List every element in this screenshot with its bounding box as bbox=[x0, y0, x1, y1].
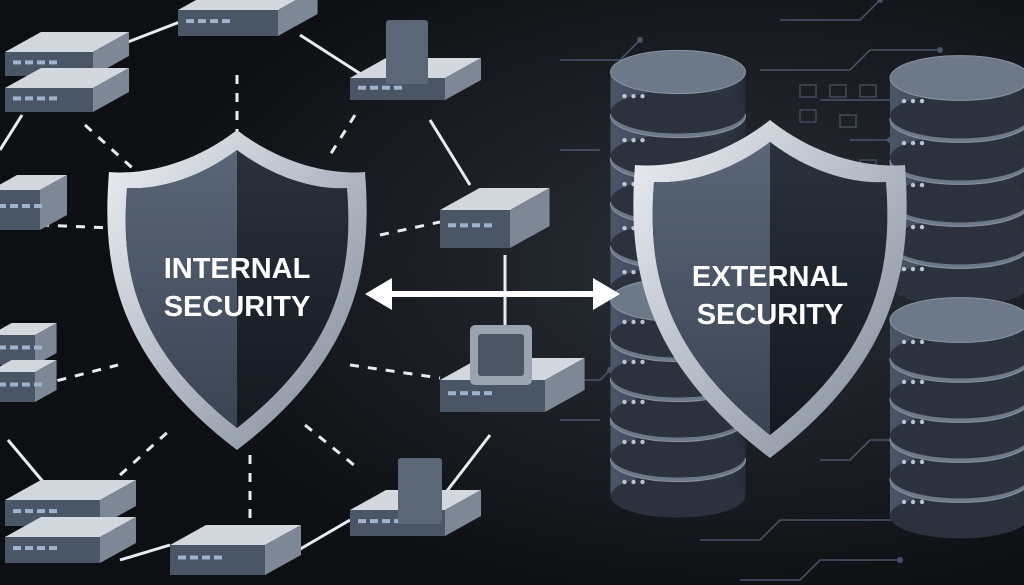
circuit-chip bbox=[859, 84, 877, 98]
router-icon bbox=[170, 525, 301, 575]
link-dashed bbox=[39, 363, 119, 387]
server-icon bbox=[0, 323, 57, 365]
link-solid bbox=[428, 119, 472, 186]
network-devices bbox=[0, 0, 585, 575]
database-icon bbox=[889, 297, 1024, 539]
circuit-trace bbox=[700, 519, 900, 541]
circuit-trace bbox=[820, 439, 900, 461]
circuit-chip bbox=[799, 109, 817, 123]
router-icon bbox=[178, 0, 318, 36]
router-icon bbox=[440, 188, 550, 248]
circuit-chip bbox=[839, 114, 857, 128]
tablet-screen bbox=[386, 20, 428, 84]
internal-label-line1: INTERNAL bbox=[164, 253, 311, 285]
database-icon bbox=[889, 55, 1024, 307]
circuit-node bbox=[897, 557, 903, 563]
circuit-trace bbox=[560, 39, 641, 61]
link-solid bbox=[299, 33, 371, 82]
circuit-node bbox=[937, 47, 943, 53]
link-dashed bbox=[328, 114, 357, 156]
link-dashed bbox=[39, 223, 113, 230]
link-solid bbox=[0, 114, 24, 151]
link-dashed bbox=[83, 123, 142, 177]
circuit-trace bbox=[760, 49, 940, 71]
arrow-icon bbox=[365, 278, 620, 310]
server-icon bbox=[0, 175, 67, 230]
external-label-line1: EXTERNAL bbox=[692, 261, 848, 293]
link-dashed bbox=[349, 363, 441, 380]
server-icon bbox=[5, 517, 136, 563]
circuit-trace bbox=[740, 559, 900, 581]
external-label-line2: SECURITY bbox=[697, 299, 844, 331]
link-solid bbox=[438, 434, 492, 501]
monitor-display bbox=[478, 334, 524, 376]
circuit-node bbox=[637, 37, 643, 43]
link-dashed bbox=[118, 428, 172, 477]
server-icon bbox=[5, 68, 129, 112]
link-dashed bbox=[304, 423, 361, 472]
shield-icon: EXTERNAL SECURITY bbox=[633, 120, 907, 458]
link-solid bbox=[119, 543, 171, 562]
shield-icon: INTERNAL SECURITY bbox=[107, 130, 367, 450]
tablet-screen bbox=[398, 458, 442, 524]
circuit-chip bbox=[829, 84, 847, 98]
network-links bbox=[0, 16, 507, 562]
circuit-trace bbox=[780, 0, 881, 21]
circuit-node bbox=[877, 0, 883, 3]
internal-label-line2: SECURITY bbox=[164, 291, 311, 323]
server-icon bbox=[0, 360, 57, 402]
circuit-chip bbox=[799, 84, 817, 98]
